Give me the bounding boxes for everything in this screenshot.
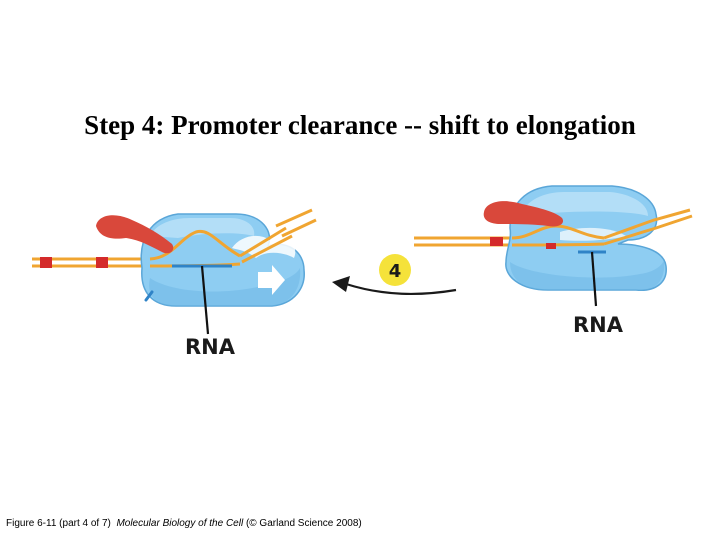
right-dna-upstream [414, 236, 512, 247]
figure-caption: Figure 6-11 (part 4 of 7) Molecular Biol… [6, 518, 362, 529]
elongation-complex: RNA [414, 185, 693, 337]
right-dna-bubble [511, 208, 693, 254]
promoter-mark [490, 237, 503, 246]
sigma-factor [483, 201, 564, 227]
rna-polymerase-right [505, 185, 667, 291]
step-number: 4 [389, 261, 402, 282]
slide-title: Step 4: Promoter clearance -- shift to e… [84, 110, 636, 140]
promoter-mark [40, 257, 52, 268]
right-rna-label: RNA [573, 313, 624, 337]
left-rna-pointer [200, 265, 210, 335]
direction-arrow-icon [258, 265, 285, 295]
caption-prefix: Figure 6-11 (part 4 of 7) [6, 518, 111, 529]
caption-book-title: Molecular Biology of the Cell [116, 518, 244, 529]
rna-polymerase-left [140, 213, 305, 307]
sigma-factor [96, 215, 174, 254]
step-badge [379, 254, 411, 286]
initiation-complex: RNA [32, 208, 317, 359]
promoter-mark [546, 243, 556, 249]
left-dna-upstream [32, 257, 150, 268]
caption-copyright: (© Garland Science 2008) [245, 518, 362, 529]
promoter-mark [96, 257, 108, 268]
right-rna-pointer [590, 251, 598, 307]
left-rna-label: RNA [185, 335, 236, 359]
transition-arrow [345, 282, 457, 295]
arrowhead-icon [332, 276, 350, 292]
step-transition: 4 [332, 254, 457, 295]
